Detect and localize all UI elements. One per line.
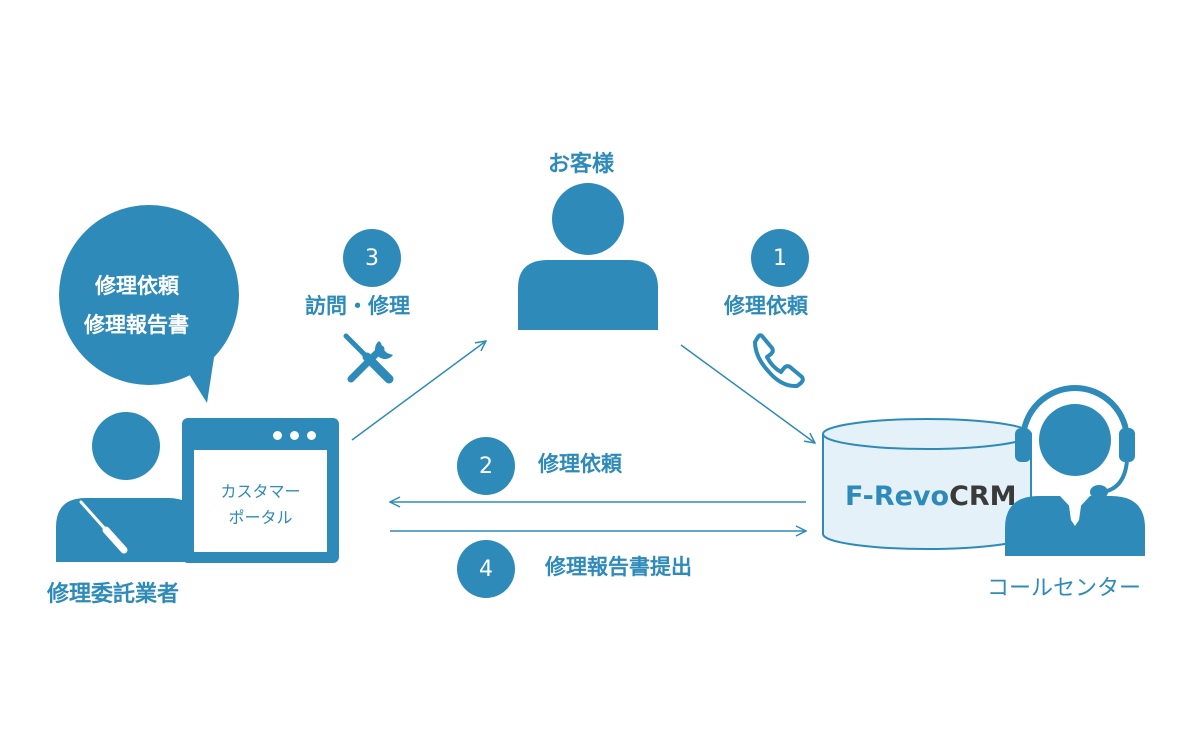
logo-text-crm: CRM — [949, 481, 1017, 512]
customer-label: お客様 — [548, 152, 615, 177]
portal-text-line1: カスタマー — [220, 482, 301, 501]
step-1-label: 修理依頼 — [724, 294, 808, 318]
portal-content: カスタマー ポータル — [194, 450, 327, 552]
customer-portal-window[interactable]: カスタマー ポータル — [182, 418, 339, 563]
step-4-label: 修理報告書提出 — [545, 555, 692, 579]
speech-bubble — [59, 205, 239, 403]
callcenter-label: コールセンター — [987, 576, 1142, 601]
database-cylinder — [822, 418, 1032, 550]
screwdriver-icon — [79, 500, 128, 554]
bubble-text-line2: 修理報告書 — [84, 313, 189, 337]
window-dot-icon — [273, 431, 282, 440]
window-dot-icon — [290, 431, 299, 440]
step-2-label: 修理依頼 — [538, 452, 622, 476]
arrow-contractor-to-customer — [351, 341, 486, 441]
phone-icon — [753, 333, 805, 389]
step-3-label: 訪問・修理 — [305, 294, 410, 318]
logo-text-f-revo: F-Revo — [845, 481, 950, 512]
arrow-customer-to-callcenter — [680, 344, 815, 443]
portal-text-line2: ポータル — [228, 508, 293, 527]
customer-person-icon — [518, 183, 658, 330]
contractor-person-icon — [56, 412, 198, 562]
contractor-label: 修理委託業者 — [47, 582, 180, 607]
step-1-badge: 1 — [751, 229, 809, 287]
step-2-badge: 2 — [457, 437, 515, 495]
step-4-badge: 4 — [457, 540, 515, 598]
bubble-text-line1: 修理依頼 — [95, 274, 179, 298]
operator-headset-icon — [1005, 385, 1145, 556]
f-revocrm-logo: F-RevoCRM — [845, 481, 1017, 512]
tools-icon — [343, 333, 394, 384]
step-3-badge: 3 — [343, 229, 401, 287]
window-dot-icon — [307, 431, 316, 440]
